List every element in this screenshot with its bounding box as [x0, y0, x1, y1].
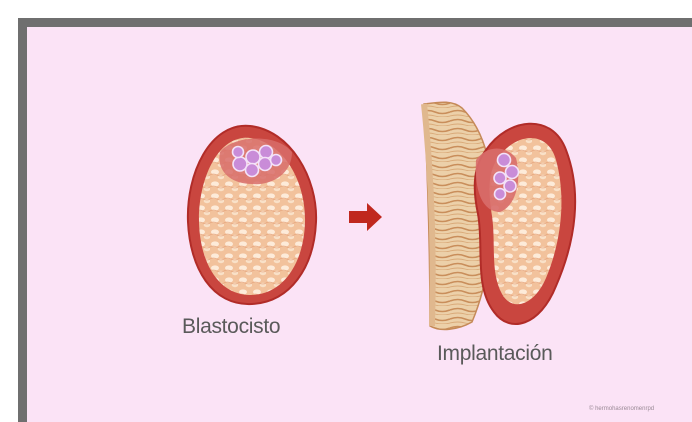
blastocyst-label: Blastocisto: [182, 315, 280, 339]
implantation-label: Implantación: [437, 342, 552, 366]
blastocyst-drawing: [188, 126, 316, 304]
right-arrow-icon: [349, 203, 382, 231]
watermark-credit: © hermohasrenomenrpd: [589, 406, 654, 412]
implanted-blastocyst-drawing: [475, 124, 575, 324]
